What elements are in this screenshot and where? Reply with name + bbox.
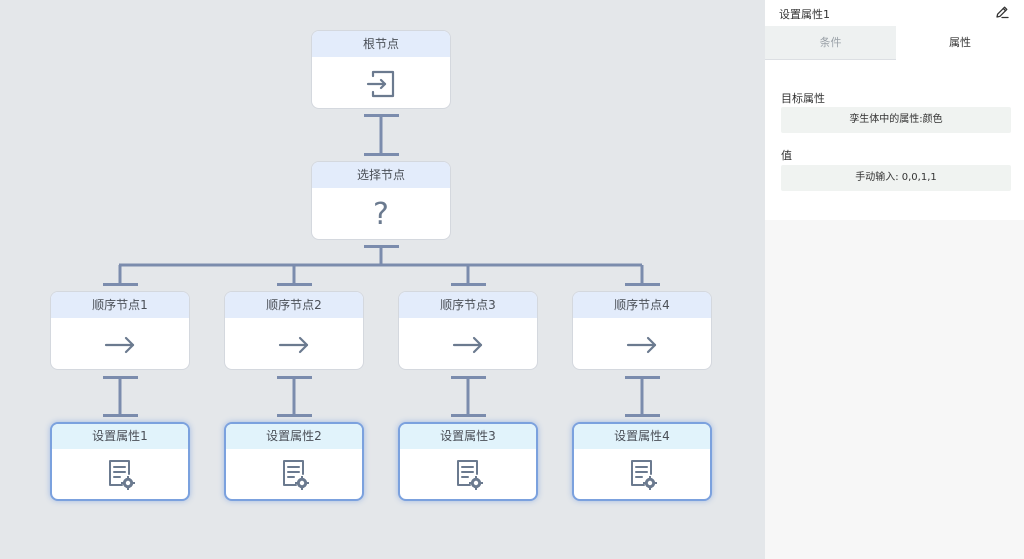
- tab-properties[interactable]: 属性: [896, 26, 1024, 60]
- sequence-node-label: 顺序节点1: [51, 292, 189, 318]
- value-label: 值: [781, 149, 792, 162]
- arrow-right-icon: [452, 336, 483, 353]
- sequence-node-label: 顺序节点2: [225, 292, 363, 318]
- panel-header: 设置属性1: [765, 0, 1024, 26]
- tab-conditions[interactable]: 条件: [765, 26, 896, 60]
- tree-connectors: [103, 114, 660, 417]
- action-node-label: 设置属性2: [226, 424, 362, 449]
- root-node-label: 根节点: [312, 31, 450, 57]
- arrow-right-icon: [104, 336, 135, 353]
- value-field[interactable]: 手动输入: 0,0,1,1: [781, 165, 1011, 191]
- root-node[interactable]: 根节点: [311, 30, 451, 109]
- properties-form: 目标属性 孪生体中的属性:颜色 值 手动输入: 0,0,1,1: [765, 60, 1024, 220]
- action-node-1[interactable]: 设置属性1: [50, 422, 190, 501]
- action-node-3[interactable]: 设置属性3: [398, 422, 538, 501]
- action-node-label: 设置属性4: [574, 424, 710, 449]
- panel-tabs: 条件 属性: [765, 26, 1024, 60]
- sequence-node-1[interactable]: 顺序节点1: [50, 291, 190, 370]
- document-gear-icon: [457, 460, 483, 490]
- target-property-label: 目标属性: [781, 92, 825, 105]
- properties-panel: 设置属性1 条件 属性 目标属性 孪生体中的属性:颜色 值 手动输入: 0,0,…: [765, 0, 1024, 559]
- action-node-label: 设置属性3: [400, 424, 536, 449]
- document-gear-icon: [283, 460, 309, 490]
- target-property-field[interactable]: 孪生体中的属性:颜色: [781, 107, 1011, 133]
- sequence-node-2[interactable]: 顺序节点2: [224, 291, 364, 370]
- sequence-node-4[interactable]: 顺序节点4: [572, 291, 712, 370]
- document-gear-icon: [631, 460, 657, 490]
- action-node-label: 设置属性1: [52, 424, 188, 449]
- arrow-right-icon: [626, 336, 657, 353]
- sequence-node-label: 顺序节点3: [399, 292, 537, 318]
- panel-title: 设置属性1: [779, 8, 830, 21]
- arrow-right-icon: [278, 336, 309, 353]
- enter-icon: [366, 70, 395, 97]
- behavior-tree-canvas[interactable]: 根节点 选择节点 ? 顺序节点1 顺: [0, 0, 765, 559]
- question-mark-icon: ?: [373, 196, 389, 232]
- selector-node-label: 选择节点: [312, 162, 450, 188]
- pencil-icon[interactable]: [995, 5, 1009, 19]
- action-node-2[interactable]: 设置属性2: [224, 422, 364, 501]
- document-gear-icon: [109, 460, 135, 490]
- action-node-4[interactable]: 设置属性4: [572, 422, 712, 501]
- sequence-node-3[interactable]: 顺序节点3: [398, 291, 538, 370]
- selector-node[interactable]: 选择节点 ?: [311, 161, 451, 240]
- sequence-node-label: 顺序节点4: [573, 292, 711, 318]
